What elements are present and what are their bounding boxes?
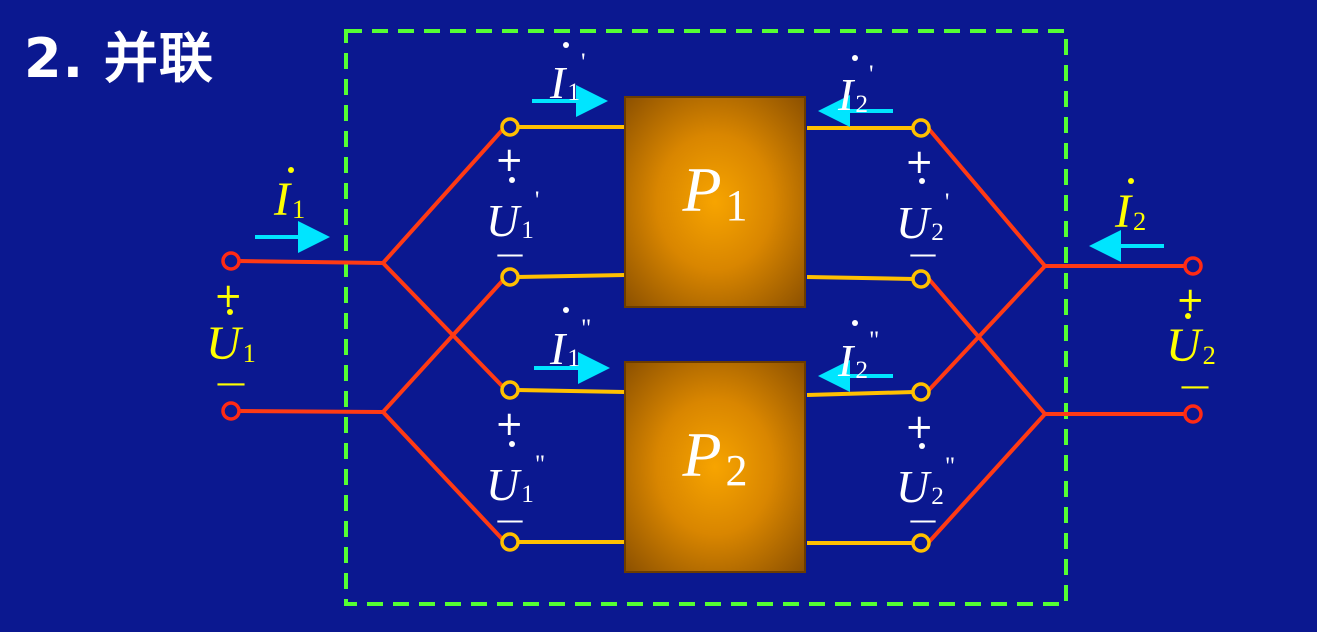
network-leads [516,125,915,545]
terminal-p2-out-top [911,382,931,402]
terminal-p2-in-bottom [500,532,520,552]
phasor-dot [227,309,233,315]
sign-minus-u2: — [1180,369,1210,404]
terminal-p2-in-top [500,380,520,400]
phasor-dot [563,307,569,313]
network-p2-label: P2 [682,419,748,495]
phasor-dot [919,178,925,184]
network-p2: P2 [624,361,806,573]
label-i1-double-prime: I1" [550,314,592,374]
label-u2-prime: U2' [896,188,950,248]
phasor-dot [288,167,294,173]
terminal-p1-out-top [911,118,931,138]
sign-plus-u1-double-prime: + [495,404,524,444]
label-u1-double-prime: U1" [486,450,546,510]
network-p1: P1 [624,96,806,308]
terminal-left-bottom [221,401,241,421]
sign-plus-u1: + [214,276,243,316]
sign-minus-u2-double-prime: — [909,503,937,536]
network-p1-label: P1 [682,154,748,230]
slide-title: 2. 并联 [24,27,214,90]
terminal-right-bottom [1183,404,1203,424]
label-u1-prime: U1' [486,186,540,246]
phasor-dot [1185,313,1191,319]
sign-minus-u1-prime: — [496,237,524,270]
phasor-dot [509,441,515,447]
sign-plus-u2: + [1176,280,1205,320]
label-i1-prime: I1' [550,48,586,108]
terminal-p1-out-bottom [911,269,931,289]
label-i2: I2 [1115,185,1147,238]
sign-minus-u2-prime: — [909,237,937,270]
phasor-dot [852,320,858,326]
label-i1: I1 [274,173,306,226]
label-i2-prime: I2' [838,60,874,120]
terminal-left-top [221,251,241,271]
left-port-wiring [237,125,507,544]
sign-minus-u1-double-prime: — [496,503,524,536]
sign-minus-u1: — [216,366,246,401]
label-u1: U1 [206,317,256,370]
sign-plus-u1-prime: + [495,140,524,180]
terminal-p2-out-bottom [911,533,931,553]
label-i2-double-prime: I2" [838,326,880,386]
terminal-p1-in-top [500,117,520,137]
phasor-dot [852,55,858,61]
phasor-dot [563,42,569,48]
terminal-p1-in-bottom [500,267,520,287]
label-u2: U2 [1166,319,1216,372]
sign-plus-u2-double-prime: + [905,407,934,447]
sign-plus-u2-prime: + [905,142,934,182]
phasor-dot [919,443,925,449]
right-port-wiring [926,126,1186,545]
phasor-dot [509,177,515,183]
label-u2-double-prime: U2" [896,452,956,512]
terminal-right-top [1183,256,1203,276]
phasor-dot [1128,178,1134,184]
composite-network-boundary [344,29,1068,606]
